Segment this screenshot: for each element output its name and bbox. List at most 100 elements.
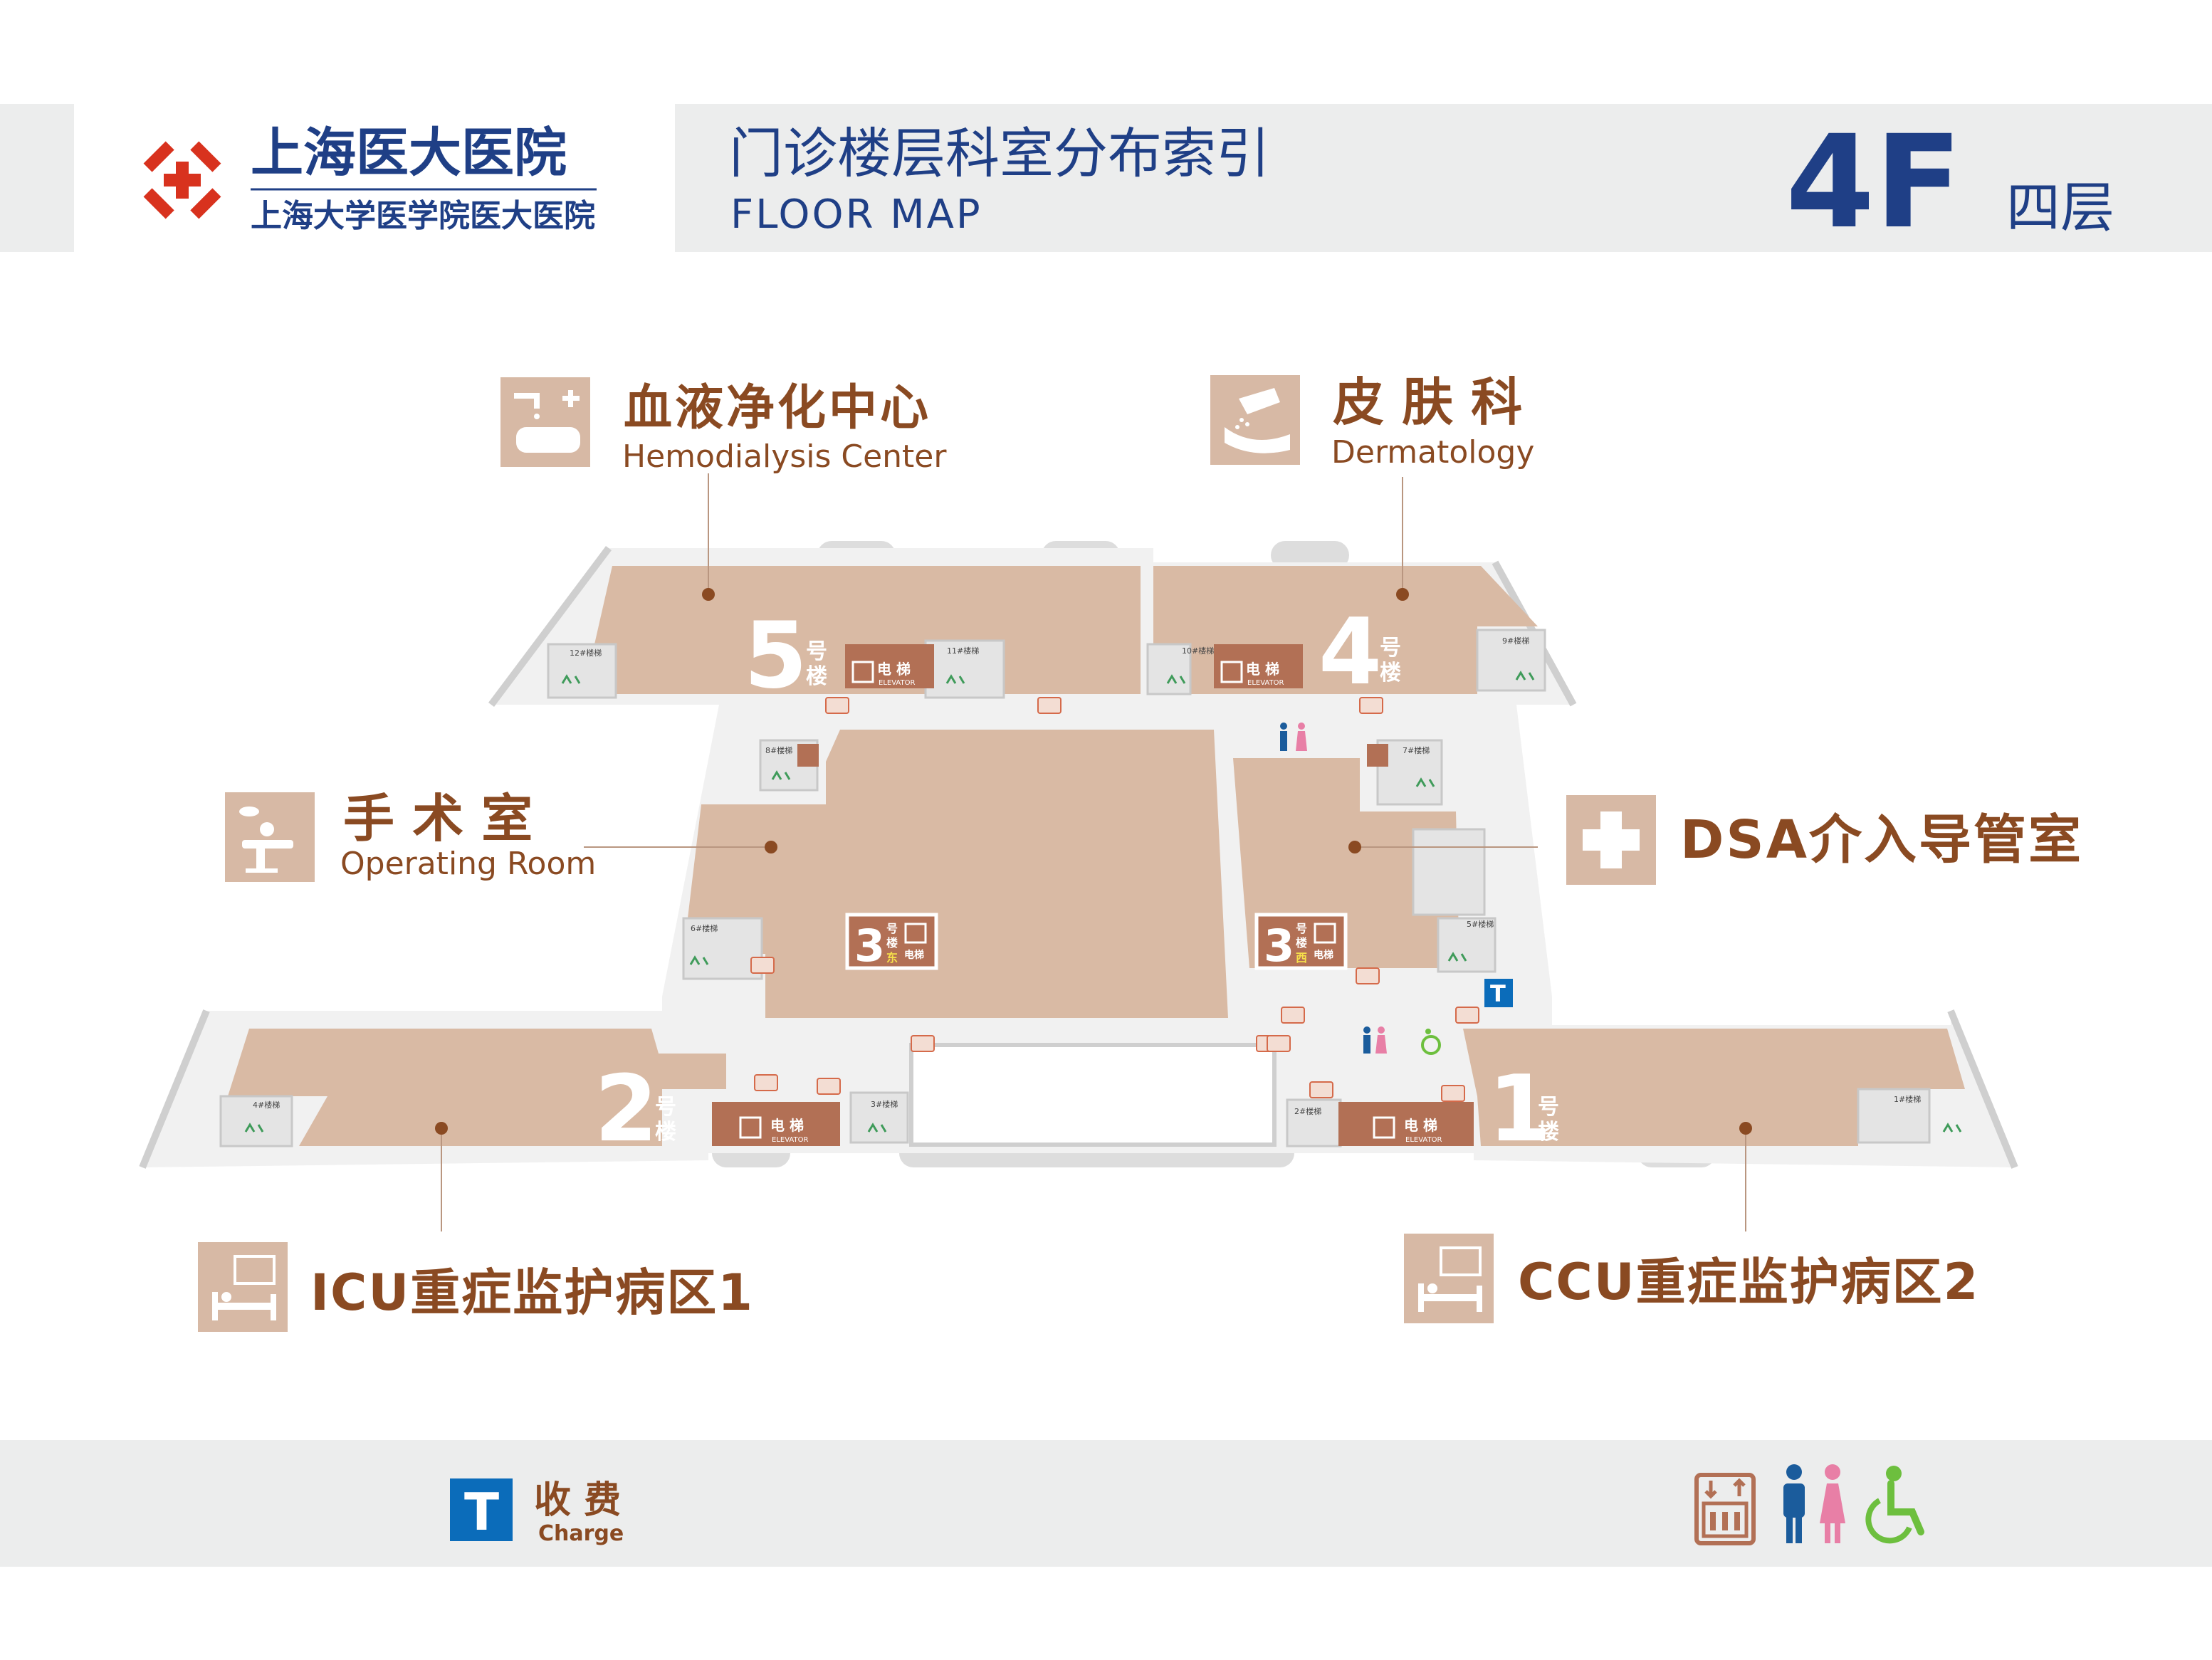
building-1-label: 1 号 楼 (1488, 1056, 1559, 1162)
svg-text:号: 号 (1380, 636, 1401, 661)
dept-operating-room[interactable]: 手 术 室 Operating Room (225, 789, 596, 882)
stair-label: 6#楼梯 (691, 923, 718, 933)
svg-text:电 梯: 电 梯 (770, 1117, 804, 1134)
elevator-icon (1694, 1473, 1756, 1545)
svg-text:号: 号 (806, 639, 827, 664)
svg-text:收 费: 收 费 (534, 1479, 621, 1522)
building-3e-badge: 3 号 楼 东 电梯 (845, 913, 938, 972)
svg-text:楼: 楼 (1296, 936, 1307, 950)
building-2-room (228, 1029, 726, 1146)
svg-text:1: 1 (1488, 1056, 1551, 1162)
page-title-cn: 门诊楼层科室分布索引 (729, 122, 1270, 185)
building-5-label: 5 号 楼 (744, 603, 827, 709)
elevator-1: 电 梯 ELEVATOR (1338, 1102, 1474, 1146)
svg-text:Hemodialysis Center: Hemodialysis Center (622, 438, 947, 475)
elevator-small-icon (1367, 744, 1388, 767)
svg-text:3: 3 (854, 920, 885, 972)
stair-label: 3#楼梯 (871, 1099, 898, 1109)
floor-plan: 12#楼梯 11#楼梯 10#楼梯 9#楼梯 8#楼梯 7#楼梯 6#楼梯 5#… (139, 473, 2018, 1231)
stair-label: 7#楼梯 (1403, 745, 1430, 755)
svg-text:ELEVATOR: ELEVATOR (1247, 679, 1284, 687)
building-1-room (1463, 1029, 1965, 1146)
svg-text:西: 西 (1296, 951, 1307, 965)
dept-dsa[interactable]: DSA介入导管室 (1566, 795, 2083, 885)
svg-text:血液净化中心: 血液净化中心 (624, 380, 931, 436)
svg-text:号: 号 (1296, 922, 1307, 935)
dept-icu[interactable]: ICU重症监护病区1 (198, 1242, 754, 1332)
svg-text:电梯: 电梯 (1314, 949, 1333, 961)
stair-label: 4#楼梯 (253, 1100, 280, 1110)
restroom-icon (1280, 723, 1307, 751)
building-2-label: 2 号 楼 (594, 1056, 676, 1162)
svg-text:T: T (464, 1482, 499, 1542)
charge-point-icon: T (1484, 979, 1513, 1007)
svg-text:CCU重症监护病区2: CCU重症监护病区2 (1518, 1253, 1979, 1311)
accessible-icon (1865, 1466, 1924, 1544)
elevator-5: 电 梯 ELEVATOR (845, 644, 934, 688)
hospital-name: 上海医大医院 (251, 122, 567, 184)
svg-text:号: 号 (1538, 1095, 1559, 1120)
hand-washing-icon (514, 390, 580, 453)
svg-text:ICU重症监护病区1: ICU重症监护病区1 (310, 1264, 754, 1322)
stair-label: 5#楼梯 (1467, 919, 1494, 929)
surgery-icon (239, 807, 293, 873)
svg-text:T: T (1490, 980, 1506, 1007)
svg-text:东: 东 (886, 951, 898, 965)
building-4-label: 4 号 楼 (1319, 599, 1401, 705)
svg-text:电 梯: 电 梯 (877, 661, 911, 678)
stair-label: 11#楼梯 (947, 646, 979, 656)
svg-text:ELEVATOR: ELEVATOR (879, 679, 915, 687)
svg-text:5: 5 (744, 603, 807, 709)
dermatology-marker (1396, 588, 1409, 601)
svg-text:4: 4 (1319, 599, 1382, 705)
page-title-en: FLOOR MAP (730, 191, 982, 238)
dept-dermatology[interactable]: 皮 肤 科 Dermatology (1210, 372, 1534, 471)
stair-label: 10#楼梯 (1182, 646, 1214, 656)
svg-text:2: 2 (594, 1056, 658, 1162)
svg-text:楼: 楼 (1538, 1120, 1559, 1145)
elevator-small-icon (797, 744, 819, 767)
hospital-subname: 上海大学医学院医大医院 (251, 198, 595, 234)
legend-band: T 收 费 Charge (0, 1440, 2212, 1567)
svg-text:楼: 楼 (1380, 661, 1401, 685)
svg-text:皮 肤 科: 皮 肤 科 (1333, 372, 1522, 432)
accessible-icon (1421, 1029, 1441, 1055)
dept-hemodialysis[interactable]: 血液净化中心 Hemodialysis Center (500, 377, 947, 475)
svg-text:Dermatology: Dermatology (1331, 434, 1534, 471)
stair-label: 9#楼梯 (1502, 636, 1529, 646)
hospital-bed-monitor-icon (212, 1255, 276, 1320)
stair-label: 1#楼梯 (1894, 1094, 1921, 1104)
building-3e-room (683, 730, 1228, 1018)
elevator-4: 电 梯 ELEVATOR (1214, 644, 1303, 688)
stair-label: 2#楼梯 (1294, 1106, 1321, 1116)
svg-text:3: 3 (1264, 920, 1294, 972)
restroom-icon (1783, 1464, 1845, 1543)
svg-text:楼: 楼 (886, 936, 898, 950)
hospital-logo (143, 141, 221, 219)
operating-marker (765, 841, 777, 853)
stair-label: 12#楼梯 (570, 648, 602, 658)
svg-text:电 梯: 电 梯 (1246, 661, 1279, 678)
building-3w-badge: 3 号 楼 西 电梯 (1254, 913, 1348, 972)
floor-number: 4F (1786, 108, 1962, 257)
svg-text:手 术 室: 手 术 室 (343, 789, 533, 849)
svg-text:ELEVATOR: ELEVATOR (1405, 1136, 1442, 1144)
hospital-bed-monitor-icon (1418, 1246, 1482, 1312)
svg-text:电梯: 电梯 (904, 949, 924, 961)
restroom-icon (1363, 1026, 1387, 1054)
elevator-2: 电 梯 ELEVATOR (712, 1102, 840, 1146)
header: 上海医大医院 上海大学医学院医大医院 门诊楼层科室分布索引 FLOOR MAP … (0, 104, 2212, 257)
svg-text:电 梯: 电 梯 (1404, 1117, 1437, 1134)
hemodialysis-marker (702, 588, 715, 601)
svg-text:ELEVATOR: ELEVATOR (772, 1136, 808, 1144)
stair-label: 8#楼梯 (765, 745, 792, 755)
icu-marker (435, 1122, 448, 1135)
dsa-marker (1348, 841, 1361, 853)
ccu-marker (1739, 1122, 1752, 1135)
svg-text:楼: 楼 (655, 1120, 676, 1145)
floor-label-cn: 四层 (2006, 176, 2114, 239)
dept-ccu[interactable]: CCU重症监护病区2 (1404, 1234, 1979, 1323)
charge-legend: T 收 费 Charge (450, 1478, 624, 1546)
skin-care-icon (1225, 388, 1290, 453)
